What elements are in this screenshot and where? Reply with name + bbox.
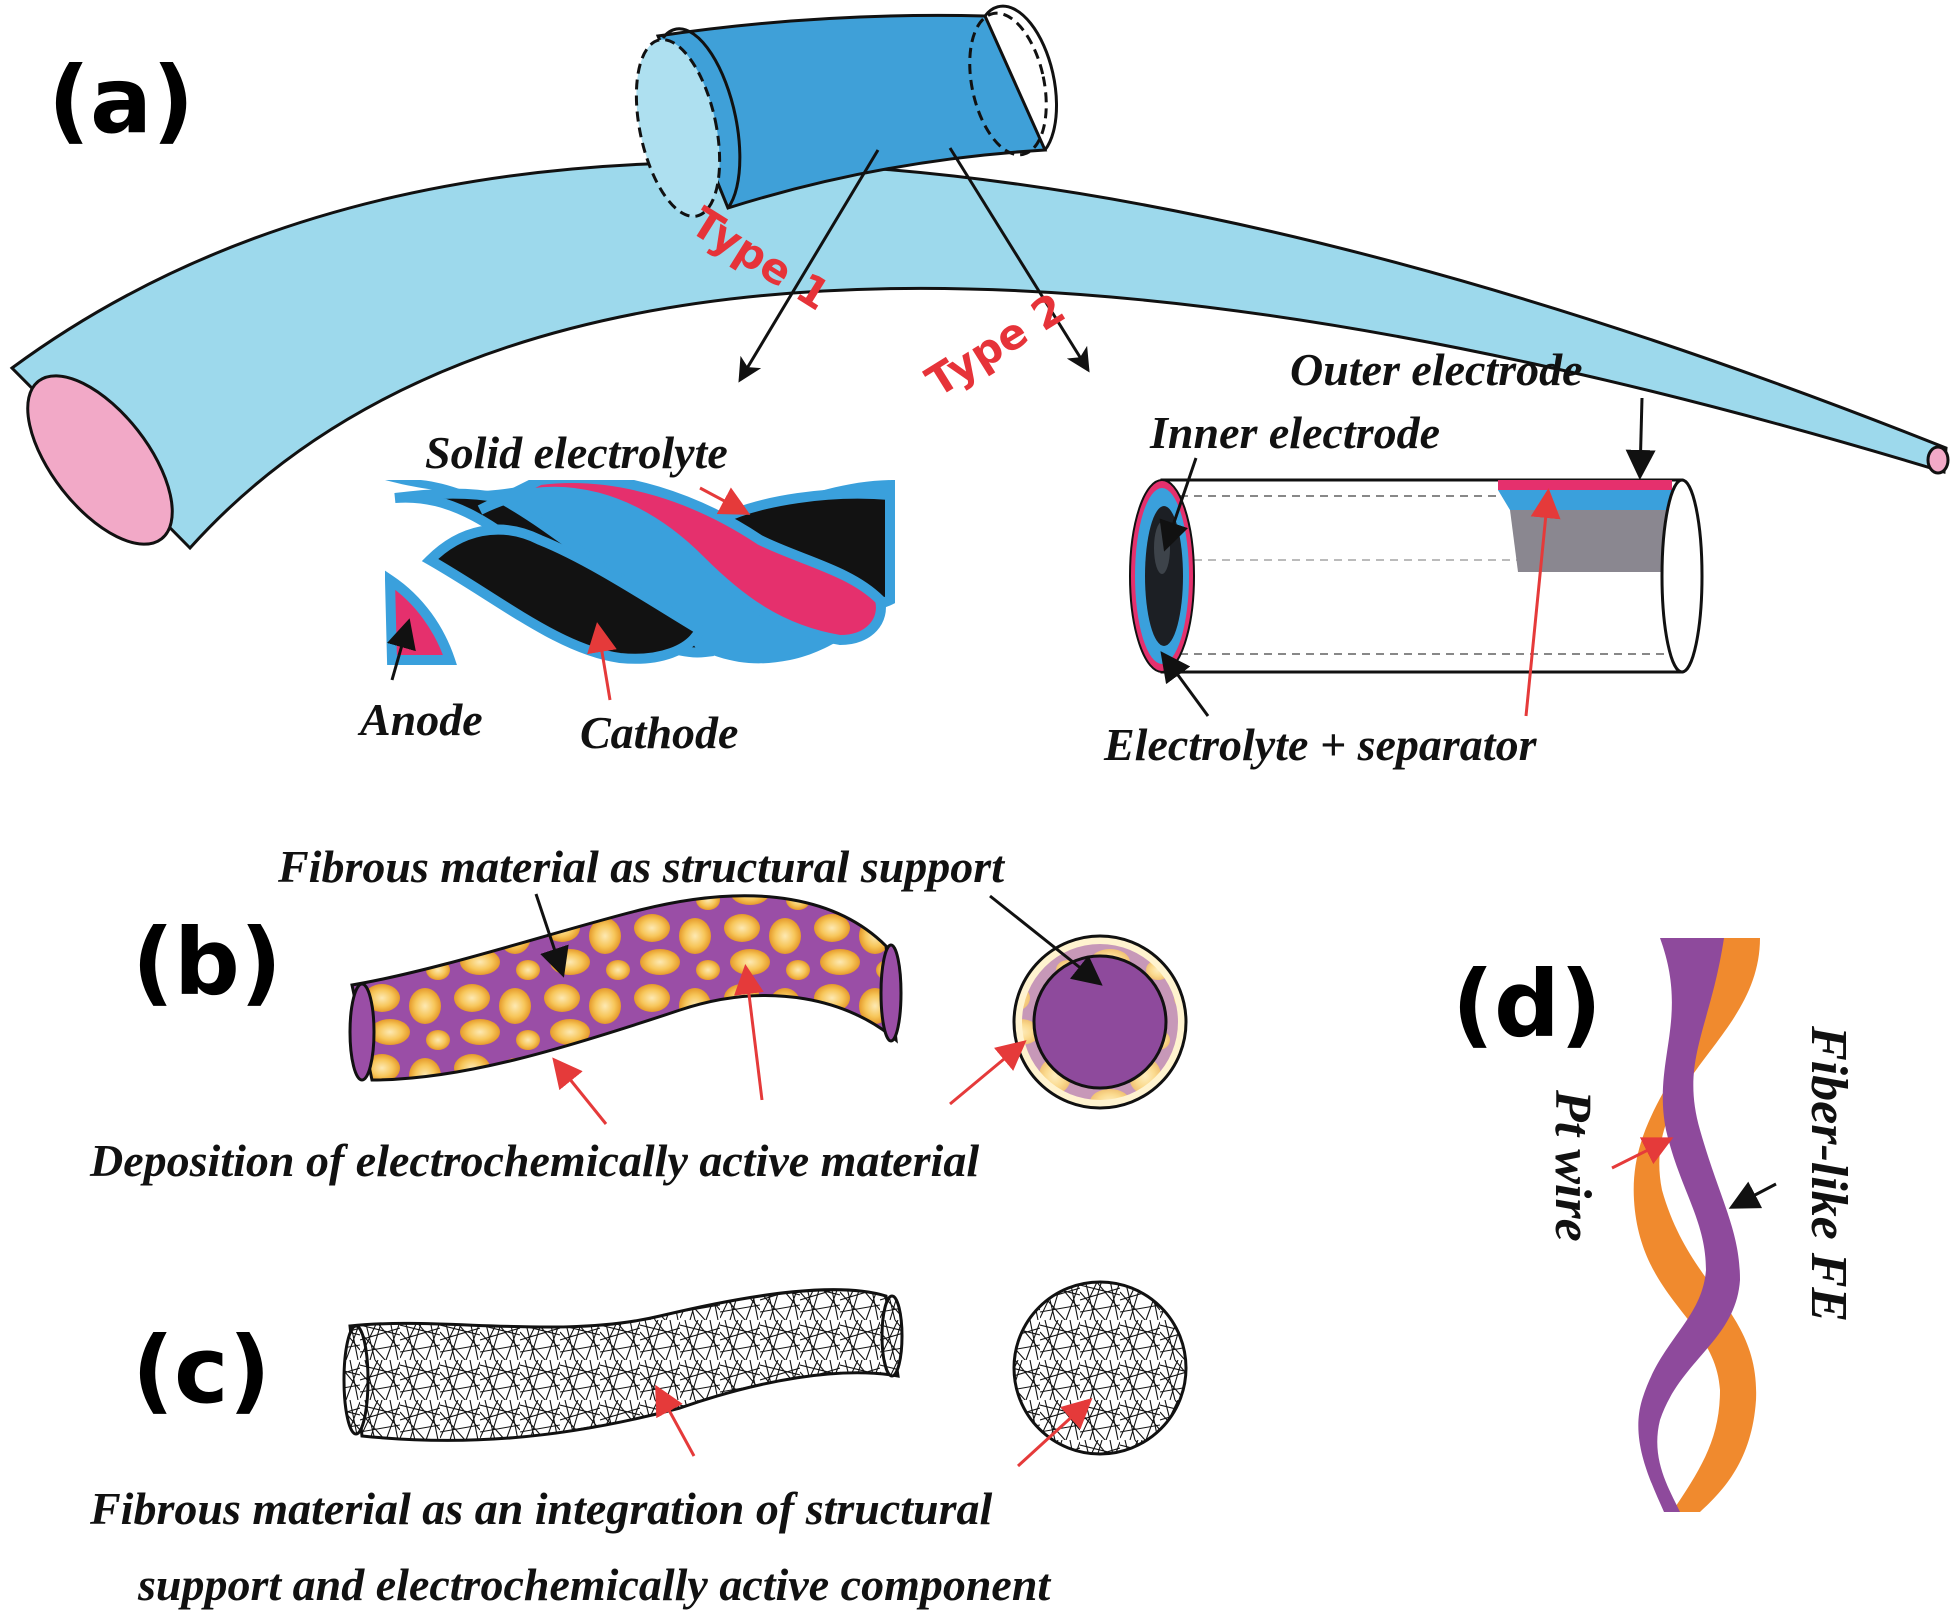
deposition-label: Deposition of electrochemically active m…	[89, 1135, 979, 1186]
fiber-fe-label: Fiber-like FE	[1800, 1025, 1857, 1322]
structural-support-label: Fibrous material as structural support	[277, 841, 1005, 892]
panel-d: (d) Fiber-like FE Pt wire	[1452, 938, 1857, 1512]
panel-a-label: (a)	[48, 47, 194, 154]
cross-section-c	[1012, 1280, 1188, 1456]
panel-b: (b) Fibrous material as structural suppo…	[89, 841, 1188, 1186]
cathode-strand	[477, 480, 886, 646]
integration-arrow-1	[655, 1384, 696, 1457]
type2-label: Type 2	[917, 283, 1073, 406]
structural-support-arrow-b2	[989, 894, 1103, 986]
type1-twisted-fibers	[385, 480, 895, 665]
curved-fiber-with-deposits	[350, 894, 898, 1082]
electrolyte-separator-label: Electrolyte + separator	[1103, 719, 1538, 770]
type2-arrow	[948, 147, 1090, 373]
outer-electrode-layer	[1498, 480, 1672, 490]
outer-electrode-label: Outer electrode	[1290, 344, 1583, 395]
panel-c: (c) Fibrous material as an integration o…	[89, 1280, 1188, 1610]
deposition-arrow-3	[949, 1040, 1027, 1106]
inner-electrode-label: Inner electrode	[1149, 407, 1440, 458]
deposition-arrow-2	[734, 964, 764, 1101]
integration-label-line1: Fibrous material as an integration of st…	[89, 1483, 993, 1534]
panel-c-label: (c)	[132, 1317, 271, 1424]
type2-coaxial-cylinder	[1129, 478, 1704, 674]
fiber-end-cap-right	[1926, 445, 1950, 475]
fiber-cutaway-segment	[655, 13, 1048, 210]
curved-mesh-fiber	[348, 1288, 900, 1442]
fiber-c-left-end	[342, 1324, 370, 1436]
anode-arrow	[386, 618, 416, 681]
pt-wire	[1633, 938, 1760, 1512]
pt-wire-label: Pt wire	[1544, 1089, 1601, 1242]
fiber-b-left-end	[348, 982, 376, 1082]
electrolyte-separator-arrow-black	[1160, 651, 1210, 717]
panel-d-label: (d)	[1452, 951, 1602, 1058]
cross-section-b-core	[1032, 954, 1168, 1090]
cylinder-right-end	[1660, 478, 1704, 674]
solid-electrolyte-label: Solid electrolyte	[425, 427, 728, 478]
pt-wire-arrow	[1611, 1137, 1674, 1170]
inner-electrode-cutaway	[1510, 510, 1692, 572]
cathode-label: Cathode	[580, 707, 738, 758]
fiber-b-right-end	[879, 943, 903, 1043]
type1-arrow	[738, 149, 880, 383]
cathode-strand-left	[385, 570, 457, 665]
deposition-arrow-1	[552, 1057, 608, 1125]
solid-electrolyte-arrow	[699, 486, 751, 515]
fiber-end-cap-left	[26, 374, 174, 546]
integration-label-line2: support and electrochemically active com…	[137, 1559, 1051, 1610]
fiber-c-right-end	[880, 1294, 904, 1378]
cross-section-left	[634, 38, 722, 218]
electrolyte-layer	[1498, 490, 1672, 510]
cathode-arrow	[587, 622, 617, 701]
panel-a: Type 1 Type 2 (a) Solid electrolyte Anod…	[9, 4, 1950, 770]
inner-electrode-arrow	[1159, 457, 1198, 552]
anode-label: Anode	[357, 694, 483, 745]
fiber-like-fe	[1638, 938, 1740, 1512]
integration-arrow-2	[1016, 1397, 1093, 1468]
anode-strand-mid	[421, 524, 707, 664]
cross-section-left-solid	[661, 27, 742, 209]
structural-support-arrow	[534, 893, 569, 978]
electrolyte-separator-arrow-red	[1524, 488, 1561, 717]
fiber-fe-arrow	[1728, 1181, 1777, 1209]
outer-electrode-arrow	[1625, 397, 1656, 480]
panel-b-label: (b)	[132, 909, 282, 1016]
